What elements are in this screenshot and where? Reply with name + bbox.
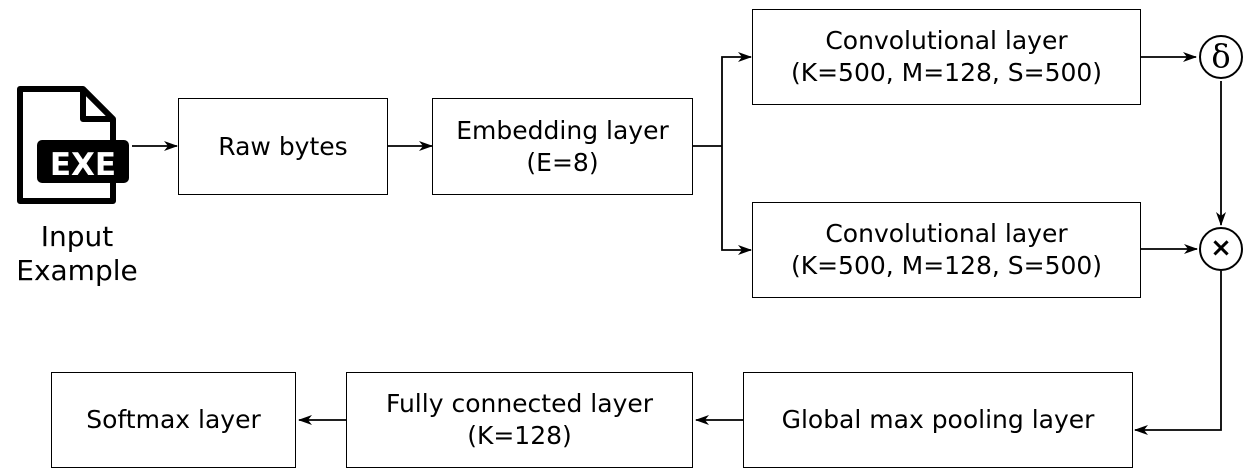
global-max-pooling-label: Global max pooling layer bbox=[781, 405, 1095, 434]
edge-embedding-to-conv-bottom bbox=[721, 146, 752, 255]
multiply-icon: × bbox=[1210, 233, 1232, 263]
softmax-label: Softmax layer bbox=[86, 405, 261, 434]
embedding-layer-label: Embedding layer bbox=[456, 115, 669, 145]
input-caption: Input Example bbox=[2, 220, 152, 288]
edge-multiply-to-global-max-pool bbox=[1134, 271, 1222, 435]
conv-layer-top-node: Convolutional layer (K=500, M=128, S=500… bbox=[752, 9, 1141, 105]
raw-bytes-node: Raw bytes bbox=[178, 98, 388, 195]
embedding-layer-node: Embedding layer (E=8) bbox=[432, 98, 693, 195]
fully-connected-params: (K=128) bbox=[467, 421, 572, 450]
global-max-pooling-node: Global max pooling layer bbox=[743, 372, 1133, 468]
multiply-operator: × bbox=[1199, 227, 1243, 271]
conv-layer-bottom-label: Convolutional layer bbox=[825, 219, 1068, 248]
raw-bytes-label: Raw bytes bbox=[218, 131, 348, 161]
edge-embedding-to-conv-top bbox=[721, 52, 752, 146]
conv-layer-top-params: (K=500, M=128, S=500) bbox=[790, 58, 1103, 87]
fully-connected-label: Fully connected layer bbox=[385, 389, 654, 418]
softmax-node: Softmax layer bbox=[51, 372, 296, 468]
fully-connected-node: Fully connected layer (K=128) bbox=[346, 372, 693, 468]
conv-layer-top-label: Convolutional layer bbox=[825, 26, 1068, 55]
sigmoid-operator: δ bbox=[1199, 35, 1243, 79]
sigmoid-delta-icon: δ bbox=[1211, 36, 1231, 75]
input-caption-line-2: Example bbox=[16, 254, 138, 287]
input-caption-line-1: Input bbox=[40, 220, 114, 253]
exe-file-icon: EXE bbox=[17, 86, 129, 204]
exe-icon-label: EXE bbox=[50, 147, 116, 183]
conv-layer-bottom-node: Convolutional layer (K=500, M=128, S=500… bbox=[752, 202, 1141, 298]
embedding-layer-params: (E=8) bbox=[526, 147, 599, 177]
conv-layer-bottom-params: (K=500, M=128, S=500) bbox=[790, 251, 1103, 280]
